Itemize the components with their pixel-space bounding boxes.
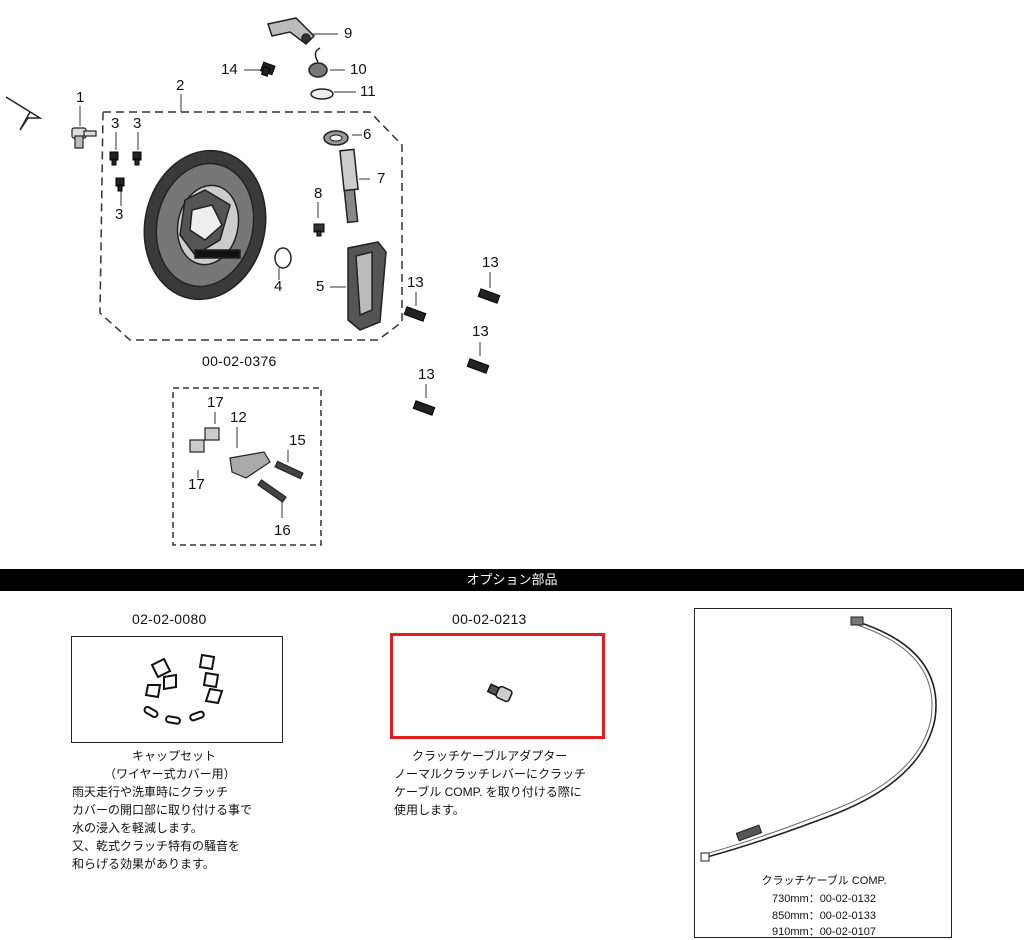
leader-lines [79,33,491,518]
part-label: 13 [472,323,489,340]
part-label: 5 [316,278,325,295]
part-label: 13 [418,366,435,383]
adapter-desc-line: 使用します。 [394,803,465,817]
adapter-art [486,683,513,703]
part-1-bolt [71,127,97,149]
adapter-highlight-box [390,633,605,739]
part-7-shaft [339,148,359,224]
cap-set-desc-line: 和らげる効果があります。 [72,857,215,871]
part-11-washer [310,88,334,100]
cap-set-subtitle: （ワイヤー式カバー用） [104,767,236,781]
cap-set-name: キャップセット [132,749,217,763]
adapter-desc-line: ノーマルクラッチレバーにクラッチ [394,767,587,781]
part-label: 10 [350,61,367,78]
part-label: 17 [207,394,224,411]
part-label: 8 [314,185,323,202]
part-label: 6 [363,126,372,143]
cap-set-desc-line: 雨天走行や洗車時にクラッチ [72,785,229,799]
clutch-cover [143,149,267,301]
direction-arrow [5,96,43,131]
options-header-bar: オプション部品 [0,569,1024,591]
part-4-oring [274,247,292,269]
part-label: 17 [188,476,205,493]
cap-set-desc-line: 水の浸入を軽減します。 [72,821,203,835]
cable-art [700,616,937,862]
part-label: 13 [407,274,424,291]
options-title: オプション部品 [466,572,558,587]
part-label: 1 [76,89,85,106]
cable-panel: クラッチケーブル COMP. 730mm：00-02-0132 850mm：00… [694,608,952,938]
cable-variant: 730mm：00-02-0132 [772,893,876,905]
cable-name: クラッチケーブル COMP. [761,875,887,887]
part-label: 11 [360,83,376,100]
part-10-spring [308,47,328,78]
part-label: 4 [274,278,283,295]
part-label: 2 [176,77,185,94]
part-9-arm [267,17,316,45]
kit-outline [172,387,322,546]
part-3-screws [109,151,142,192]
kit-code: 00-02-0376 [202,353,277,369]
assembly-outline [99,111,403,341]
part-label: 7 [377,170,386,187]
cap-set-art [143,653,224,725]
exploded-diagram-art [5,17,501,546]
cap-set-desc-line: 又、乾式クラッチ特有の騒音を [72,839,241,853]
part-label: 9 [344,25,353,42]
cable-variant: 850mm：00-02-0133 [772,910,876,922]
adapter-name: クラッチケーブルアダプター [412,749,568,763]
part-14-screw [260,61,276,77]
cap-set-desc-line: カバーの開口部に取り付ける事で [72,803,253,817]
cable-variant: 910mm：00-02-0107 [772,926,876,938]
part-8-screw [313,223,325,237]
part-label: 15 [289,432,306,449]
adapter-desc-line: ケーブル COMP. を取り付ける際に [394,785,582,799]
part-label: 3 [133,115,142,132]
part-label: 12 [230,409,247,426]
adapter-code: 00-02-0213 [452,611,527,627]
part-label: 3 [111,115,120,132]
part-5-housing [347,241,387,331]
cap-set-image-box [71,636,283,743]
part-label: 16 [274,522,291,539]
kit-parts [189,427,304,503]
part-label: 13 [482,254,499,271]
part-label: 3 [115,206,124,223]
part-label: 14 [221,61,238,78]
part-13-bolts [403,288,501,416]
cap-set-code: 02-02-0080 [132,611,207,627]
